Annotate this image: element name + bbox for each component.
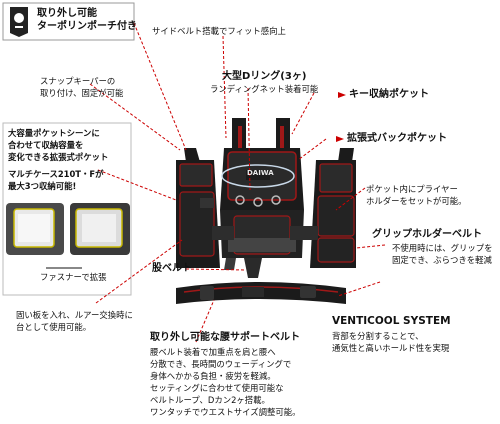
grip-holder-line2: 固定でき、ぶらつきを軽減 xyxy=(392,255,492,265)
snap-keeper-line2: 取り付け、固定が可能 xyxy=(40,88,124,98)
hard-plate-line2: 台として使用可能。 xyxy=(16,322,92,332)
multi-case-line2: 最大3つ収納可能! xyxy=(8,181,77,191)
expand-pocket-line1: 大容量ポケットシーンに xyxy=(8,128,100,138)
pocket-photo-closed xyxy=(6,203,64,255)
venticool-line1: 背部を分割することで、 xyxy=(332,331,424,341)
waist-belt-line3: 身体へかかる負担・疲労を軽減。 xyxy=(150,371,276,381)
back-pocket-label: 拡張式バックポケット xyxy=(347,133,447,144)
daiwa-logo: DAIWA xyxy=(247,169,274,177)
hard-plate-line1: 固い板を入れ、ルアー交換時に xyxy=(16,310,133,320)
waist-belt-line2: 分散でき、長時間のウェーディングで xyxy=(150,359,292,369)
crotch-belt-label: 股ベルト xyxy=(152,263,192,274)
plier-line2: ホルダーをセットが可能。 xyxy=(366,196,467,206)
venticool-title: VENTICOOL SYSTEM xyxy=(332,315,451,327)
waist-belt-title: 取り外し可能な腰サポートベルト xyxy=(150,332,300,343)
multi-case-line1: マルチケース210T・Fが xyxy=(8,169,104,179)
expand-pocket-line2: 合わせて収納容量を xyxy=(8,140,84,150)
expand-pocket-line3: 変化できる拡張式ポケット xyxy=(8,152,109,162)
waist-belt-line1: 腰ベルト装着で加重点を肩と腰へ xyxy=(150,347,276,357)
waist-belt-line5: ベルトループ、Dカン2ヶ搭載。 xyxy=(150,395,270,405)
snap-keeper-line1: スナップキーパーの xyxy=(40,76,116,86)
waist-belt-line6: ワンタッチでウエストサイズ調整可能。 xyxy=(150,407,301,417)
carabiner-icon xyxy=(10,7,28,37)
pouch-badge-line1: 取り外し可能 xyxy=(37,8,97,19)
zipper-expand-label: ファスナーで拡張 xyxy=(40,272,107,282)
grip-holder-title: グリップホルダーベルト xyxy=(372,229,482,240)
venticool-line2: 通気性と高いホールド性を実現 xyxy=(332,343,450,353)
pocket-photo-open xyxy=(70,203,130,255)
side-belt-label: サイドベルト搭載でフィット感向上 xyxy=(152,26,286,36)
callout-leaders xyxy=(89,22,386,343)
callout-arrowheads xyxy=(336,92,346,142)
pouch-badge-line2: ターポリンポーチ付き xyxy=(37,21,137,32)
plier-line1: ポケット内にプライヤー xyxy=(366,184,458,194)
d-ring-title: 大型Dリング(3ヶ) xyxy=(222,71,307,82)
key-pocket-label: キー収納ポケット xyxy=(349,89,429,100)
d-ring-subtitle: ランディングネット装着可能 xyxy=(210,84,319,94)
waist-belt-line4: セッティングに合わせて使用可能な xyxy=(150,383,284,393)
grip-holder-line1: 不使用時には、グリップを xyxy=(392,243,493,253)
